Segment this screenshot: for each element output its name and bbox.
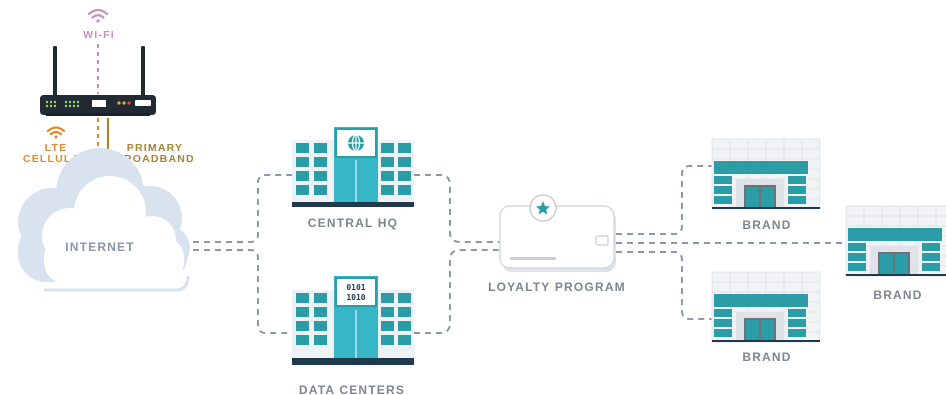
- connector-lines: [182, 165, 848, 334]
- data-centers-label: DATA CENTERS: [299, 383, 405, 395]
- office-building-icon: [292, 127, 414, 207]
- primary-label: PRIMARY: [127, 142, 183, 154]
- connector-loyalty-brand-bottom: [616, 251, 712, 320]
- connector-internet-dc: [182, 249, 292, 334]
- binary-line-2: 1010: [346, 293, 365, 302]
- internet-label: INTERNET: [65, 240, 135, 254]
- wifi-icon: [87, 8, 109, 23]
- storefront-icon-bottom: [711, 271, 821, 343]
- loyalty-card-icon: [499, 194, 616, 272]
- brand-top-label: BRAND: [742, 218, 791, 232]
- storefront-icon-top: [711, 138, 821, 210]
- globe-icon: [348, 134, 364, 152]
- storefront-icon-right: [845, 205, 946, 277]
- connector-hq-loyalty: [414, 174, 500, 243]
- broadband-label: BROADBAND: [115, 153, 195, 165]
- binary-line-1: 0101: [346, 283, 365, 292]
- brand-right-label: BRAND: [873, 288, 922, 302]
- wifi-label: WI-FI: [83, 29, 115, 41]
- lte-wifi-icon: [46, 126, 66, 139]
- data-center-building-icon: 0101 1010: [292, 276, 414, 365]
- cloud-icon: [18, 148, 190, 292]
- star-icon: [536, 201, 550, 215]
- loyalty-program-label: LOYALTY PROGRAM: [488, 280, 626, 294]
- brand-bottom-label: BRAND: [742, 350, 791, 364]
- connector-internet-hq: [182, 174, 292, 243]
- lte-label: LTE: [45, 142, 68, 154]
- connector-dc-loyalty: [414, 249, 500, 334]
- connector-loyalty-brand-top: [616, 165, 712, 235]
- router-icon: [40, 46, 156, 116]
- central-hq-label: CENTRAL HQ: [308, 216, 398, 230]
